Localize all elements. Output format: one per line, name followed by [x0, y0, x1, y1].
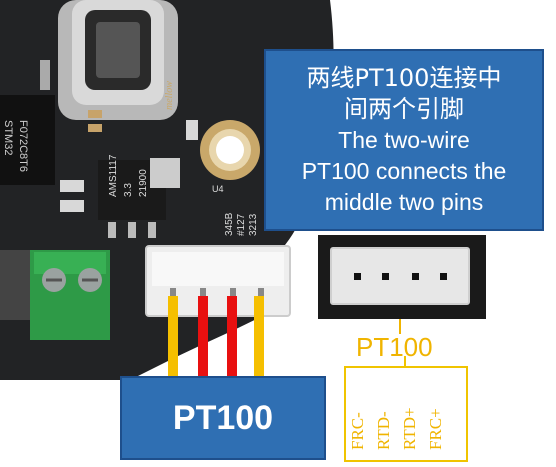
pt100-connector — [318, 235, 486, 319]
pin-label-frc-plus: FRC+ — [426, 408, 445, 450]
pin-label-box: FRC- RTD- RTD+ FRC+ — [344, 366, 468, 462]
regulator-line1: AMS1117 — [108, 154, 119, 197]
wire-frc-minus — [168, 296, 178, 381]
connector-housing — [330, 247, 470, 305]
chip-label-1: STM32 — [2, 120, 14, 155]
terminal-block-icon — [30, 250, 110, 340]
regulator-line3: 21900 — [138, 169, 149, 197]
regulator-line2: 3.3 — [123, 183, 134, 197]
wire-rtd-plus — [227, 296, 237, 381]
wire-rtd-minus — [198, 296, 208, 381]
callout-en-line1: The two-wire — [338, 126, 470, 153]
callout-zh-line1: 两线PT100连接中 — [306, 63, 502, 92]
silk-3: 3213 — [248, 213, 259, 236]
callout-zh-line2: 间两个引脚 — [344, 94, 464, 123]
connector-pin-icon — [440, 273, 447, 280]
pin-label-frc-minus: FRC- — [348, 412, 367, 450]
pt100-box-label: PT100 — [120, 376, 326, 460]
logo-text: mellow — [164, 81, 175, 110]
chip-label-2: F072C8T6 — [17, 120, 29, 172]
connector-pin-icon — [412, 273, 419, 280]
callout-box: 两线PT100连接中 间两个引脚 The two-wire PT100 conn… — [264, 49, 544, 231]
silk-1: 345B — [224, 212, 235, 236]
wire-frc-plus — [254, 296, 264, 381]
connector-pin-icon — [382, 273, 389, 280]
callout-en-line2: PT100 connects the — [301, 157, 507, 184]
connector-pin-icon — [354, 273, 361, 280]
usb-c-port-icon — [58, 0, 178, 120]
silk-4: U4 — [212, 184, 224, 194]
pin-label-rtd-plus: RTD+ — [400, 407, 419, 450]
pt100-connector-label: PT100 — [356, 332, 433, 362]
callout-en-line3: middle two pins — [324, 188, 484, 215]
silk-2: #127 — [236, 213, 247, 236]
pin-label-rtd-minus: RTD- — [374, 411, 393, 450]
